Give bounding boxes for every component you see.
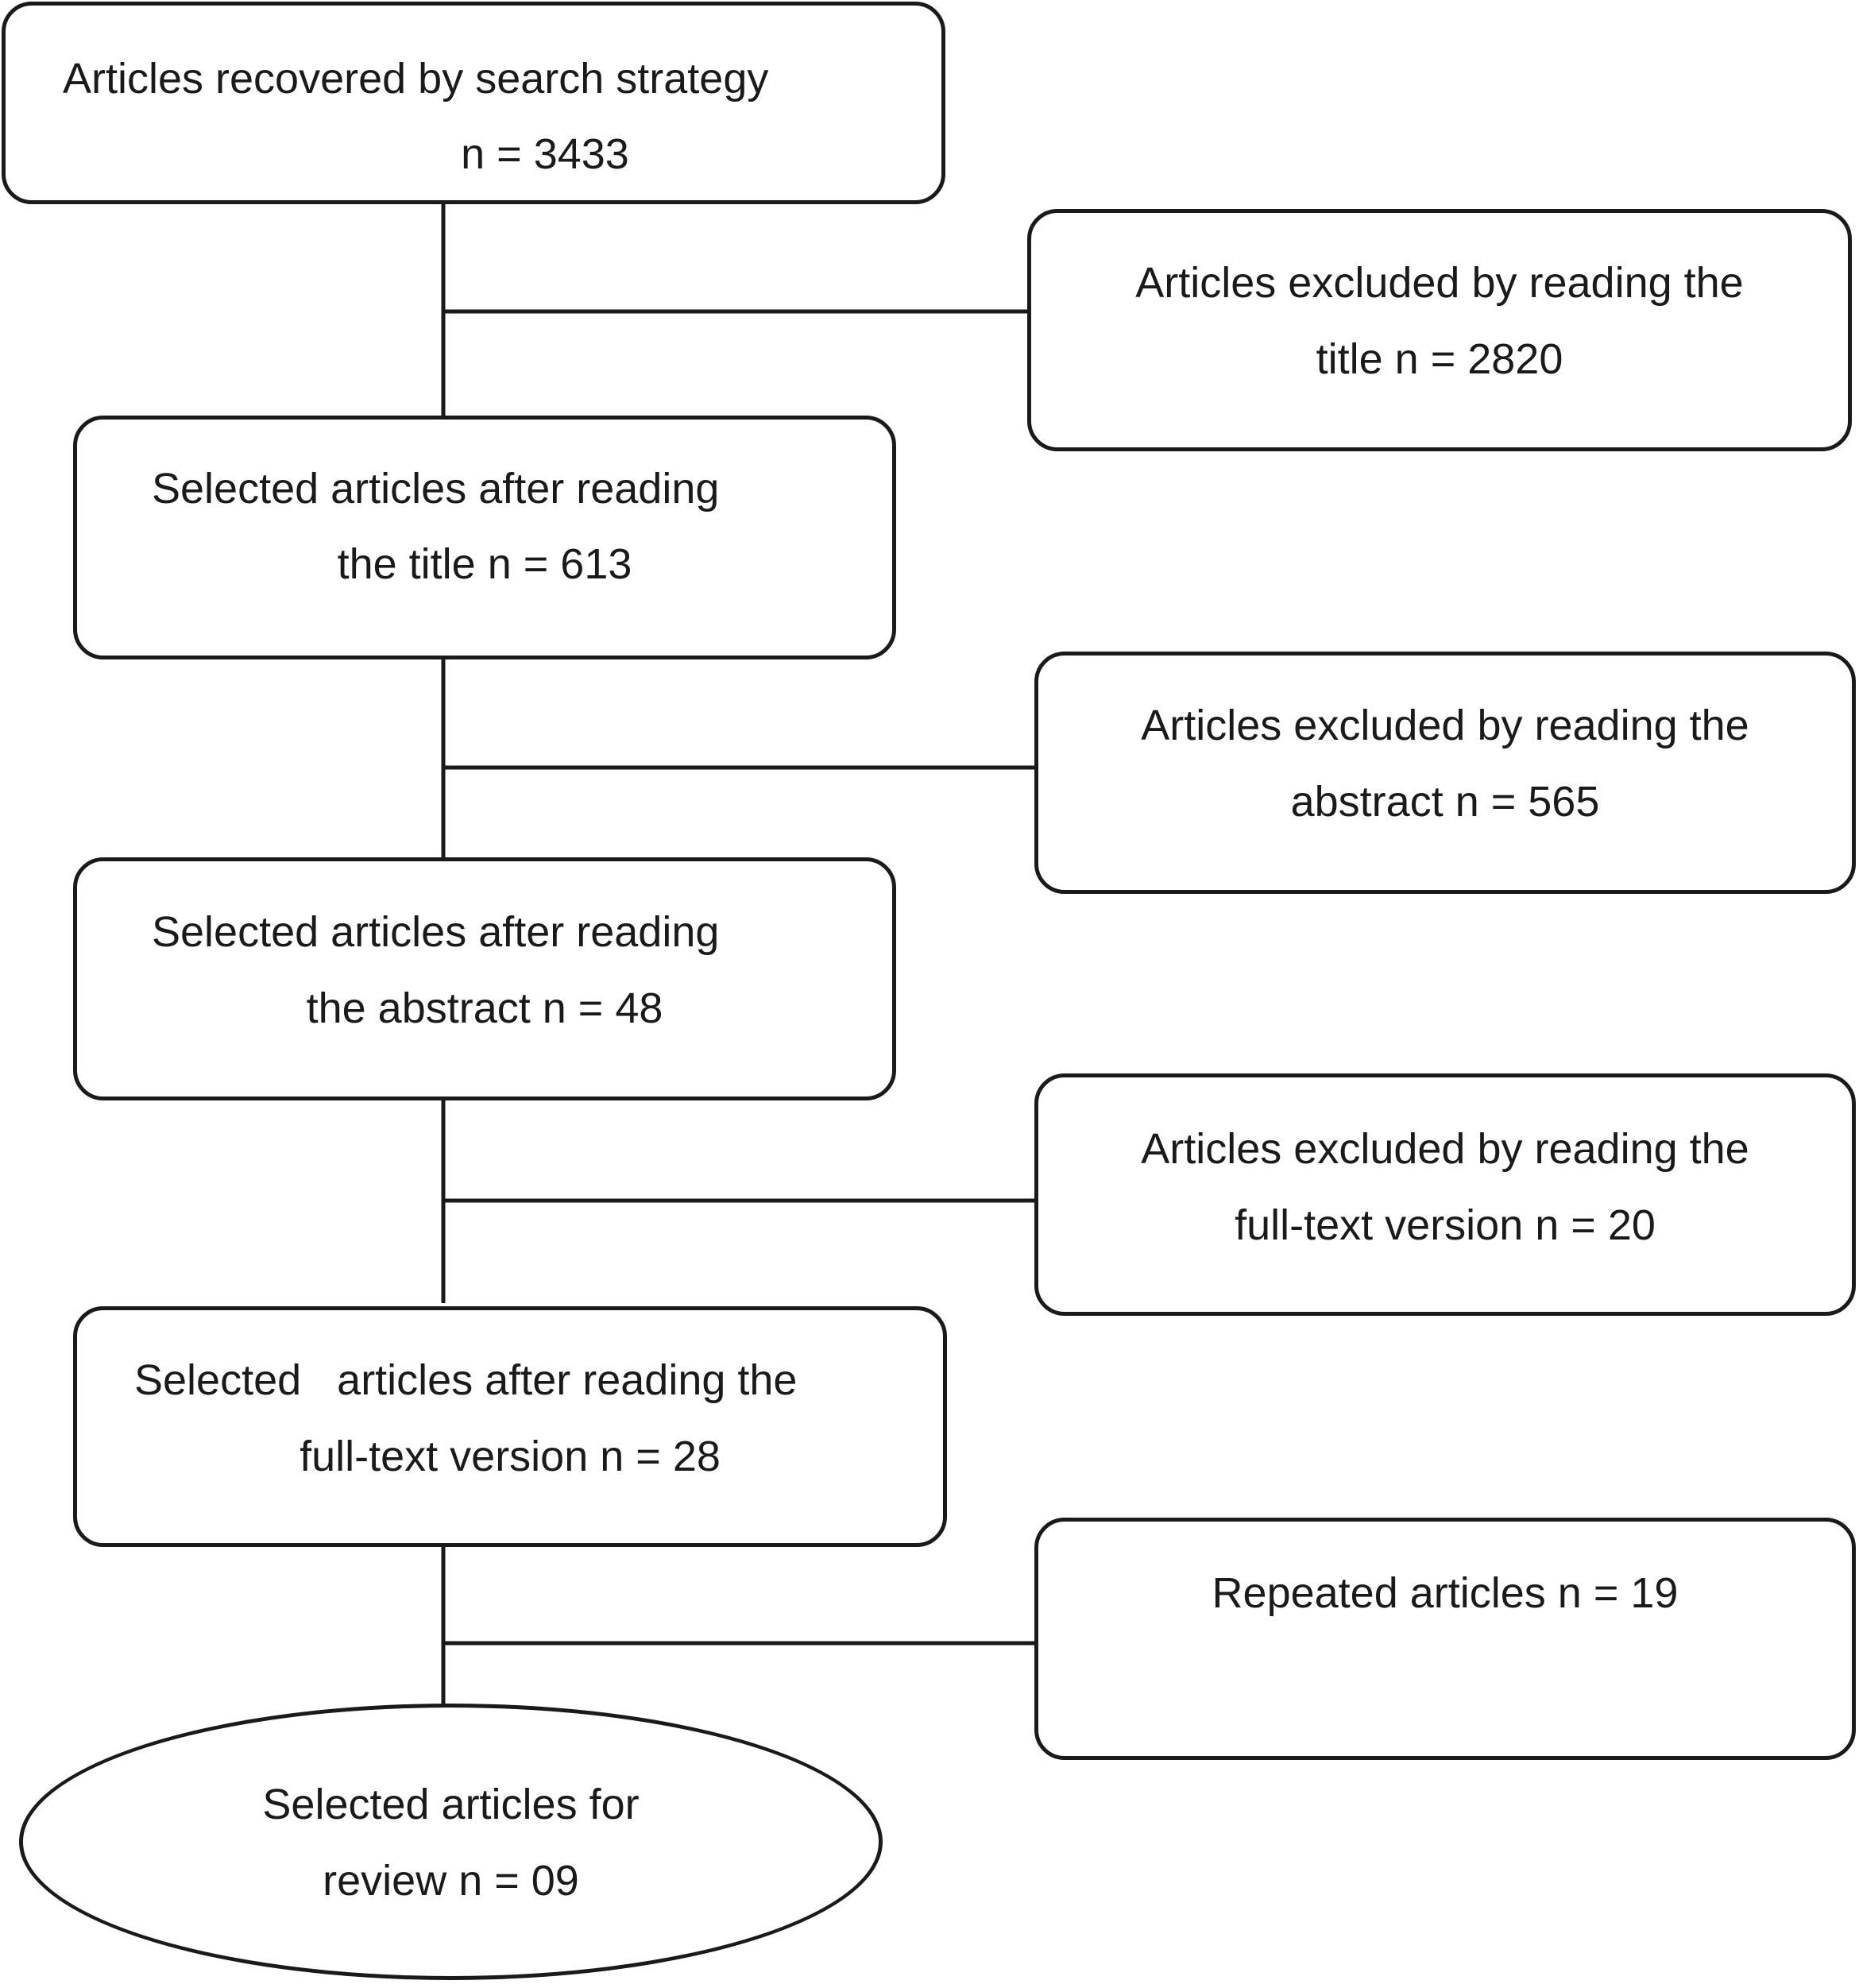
box-after-title-line1: Selected articles after reading [152,465,720,512]
box-excluded-abstract-line1: Articles excluded by reading the [1141,702,1749,749]
box-excluded-title: Articles excluded by reading the title n… [1027,209,1852,451]
box-excluded-abstract: Articles excluded by reading the abstrac… [1034,652,1856,894]
box-after-title: Selected articles after reading the titl… [73,416,896,659]
box-after-abstract-line2: the abstract n = 48 [306,984,663,1032]
box-excluded-title-line2: title n = 2820 [1316,335,1563,383]
box-excluded-title-line1: Articles excluded by reading the [1135,259,1744,307]
box-excluded-fulltext: Articles excluded by reading the full-te… [1034,1073,1856,1316]
box-after-fulltext: Selected articles after reading the full… [73,1306,947,1547]
box-after-abstract-line1: Selected articles after reading [152,908,720,956]
box-repeated-articles-line1: Repeated articles n = 19 [1212,1569,1679,1617]
box-after-fulltext-line1: Selected articles after reading the [134,1356,798,1404]
box-repeated-articles: Repeated articles n = 19 [1034,1518,1856,1760]
oval-final-selection: Selected articles for review n = 09 [19,1704,883,1980]
box-excluded-abstract-line2: abstract n = 565 [1290,778,1600,826]
box-after-abstract: Selected articles after reading the abst… [73,857,896,1100]
oval-final-selection-line1: Selected articles for [262,1781,640,1828]
box-search-results-line2: n = 3433 [461,130,629,178]
box-after-fulltext-line2: full-text version n = 28 [300,1433,721,1480]
box-after-title-line2: the title n = 613 [337,540,632,588]
oval-final-selection-line2: review n = 09 [323,1857,579,1905]
box-search-results-line1: Articles recovered by search strategy [63,55,769,102]
box-search-results: Articles recovered by search strategy n … [2,2,945,204]
box-excluded-fulltext-line2: full-text version n = 20 [1235,1201,1656,1249]
box-excluded-fulltext-line1: Articles excluded by reading the [1141,1125,1749,1173]
